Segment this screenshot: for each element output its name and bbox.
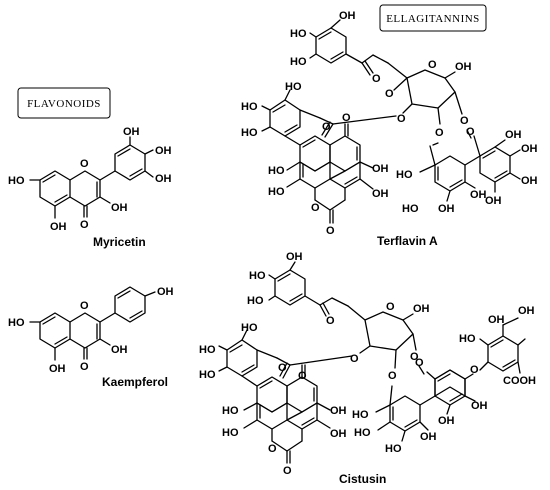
cistusin-ga-ho1: HO — [459, 333, 476, 345]
terflavin-core-ho2: HO — [268, 186, 285, 198]
cistusin-ho-1: HO — [241, 322, 258, 334]
terflavin-r-o: O — [466, 126, 475, 138]
myricetin-name: Myricetin — [93, 235, 146, 249]
cistusin-r-oh1: OH — [420, 431, 437, 443]
kaempferol-keto-o: O — [80, 361, 89, 373]
kaempferol-oh-4p: OH — [157, 286, 174, 298]
cistusin-name: Cistusin — [339, 472, 386, 486]
cistusin-structure: OH HO HO O O OH O O O O HO HO — [199, 251, 536, 486]
cistusin-o-6: O — [410, 351, 419, 363]
terflavin-r-oh2: OH — [470, 189, 487, 201]
myricetin-ho: HO — [8, 175, 25, 187]
cistusin-core-ho2: HO — [222, 427, 239, 439]
cistusin-ester-o1: O — [326, 315, 335, 327]
ellagitannins-title: ELLAGITANNINS — [386, 13, 480, 25]
myricetin-oh-5p: OH — [155, 173, 172, 185]
terflavin-core-oh1: OH — [372, 163, 389, 175]
cistusin-o-3: O — [350, 353, 359, 365]
cistusin-core-oh1: OH — [330, 405, 347, 417]
kaempferol-name: Kaempferol — [102, 375, 168, 389]
cistusin-ho-2: HO — [199, 344, 216, 356]
terflavin-core-oh2: OH — [372, 188, 389, 200]
terflavin-a-structure: OH HO HO O O O OH O O O O — [241, 10, 538, 248]
terflavin-o-4: O — [435, 127, 444, 139]
cistusin-keto-o: O — [278, 362, 287, 374]
cistusin-ga-oh1: OH — [488, 314, 505, 326]
ellagitannins-box: ELLAGITANNINS — [379, 4, 487, 32]
terflavin-o-6: O — [460, 115, 469, 127]
cistusin-core-ho1: HO — [222, 405, 239, 417]
cistusin-cooh: COOH — [503, 375, 536, 387]
cistusin-r-ho1: HO — [352, 409, 369, 421]
kaempferol-ring-o: O — [80, 300, 89, 312]
terflavin-r-oh1: OH — [438, 203, 455, 215]
terflavin-sugar-oh: OH — [455, 61, 472, 73]
cistusin-core-o2: O — [268, 443, 277, 455]
cistusin-r-oh3: OH — [471, 400, 488, 412]
cistusin-r-ho2: HO — [354, 427, 371, 439]
flavonoids-title: FLAVONOIDS — [27, 98, 101, 110]
terflavin-core-o3: O — [326, 225, 335, 237]
myricetin-ring-o: O — [80, 158, 89, 170]
terflavin-r-oh4: OH — [521, 143, 538, 155]
terflavin-ho-2: HO — [241, 101, 258, 113]
cistusin-sugar-oh: OH — [413, 303, 430, 315]
flavonoids-box: FLAVONOIDS — [17, 87, 111, 119]
myricetin-structure: HO O O OH OH OH OH OH Myricetin — [8, 126, 172, 249]
myricetin-oh-3: OH — [111, 202, 128, 214]
terflavin-a-name: Terflavin A — [377, 234, 438, 248]
myricetin-oh-5: OH — [50, 221, 67, 233]
cistusin-r-keto: O — [415, 357, 424, 369]
cistusin-ho-g3: HO — [247, 295, 264, 307]
terflavin-o-link: O — [385, 88, 394, 100]
cistusin-oh-g1: OH — [286, 251, 303, 263]
cistusin-o-4: O — [388, 370, 397, 382]
kaempferol-oh-5: OH — [49, 363, 66, 375]
cistusin-ether-o: O — [470, 364, 479, 376]
terflavin-keto-o: O — [322, 121, 331, 133]
terflavin-ho-g2: HO — [290, 28, 307, 40]
terflavin-core-ho1: HO — [268, 165, 285, 177]
terflavin-r-oh6: OH — [485, 195, 502, 207]
kaempferol-ho: HO — [8, 317, 25, 329]
cistusin-core-o3: O — [283, 465, 292, 477]
kaempferol-oh-3: OH — [111, 344, 128, 356]
terflavin-sugar-o: O — [428, 59, 437, 71]
cistusin-ho-3: HO — [199, 369, 216, 381]
kaempferol-structure: HO O O OH OH OH Kaempferol — [8, 286, 174, 389]
cistusin-r-ho3: HO — [385, 443, 402, 455]
terflavin-core-o1: O — [342, 112, 351, 124]
myricetin-oh-3p: OH — [123, 126, 140, 138]
terflavin-oh-g1: OH — [339, 10, 356, 22]
terflavin-core-o2: O — [311, 202, 320, 214]
cistusin-ho-g2: HO — [249, 270, 266, 282]
terflavin-r-oh3: OH — [505, 129, 522, 141]
myricetin-keto-o: O — [80, 219, 89, 231]
terflavin-r-ho1: HO — [396, 169, 413, 181]
terflavin-r-oh5: OH — [521, 175, 538, 187]
terflavin-o-3: O — [397, 113, 406, 125]
cistusin-r-oh2: OH — [438, 415, 455, 427]
terflavin-ester-o1: O — [372, 73, 381, 85]
cistusin-ga-oh2: OH — [518, 305, 535, 317]
terflavin-ho-1: HO — [285, 81, 302, 93]
cistusin-sugar-o: O — [386, 301, 395, 313]
terflavin-ho-g3: HO — [290, 56, 307, 68]
terflavin-r-ho2: HO — [402, 203, 419, 215]
cistusin-core-oh2: OH — [330, 428, 347, 440]
cistusin-core-o1: O — [298, 370, 307, 382]
myricetin-oh-4p: OH — [155, 145, 172, 157]
terflavin-ho-3: HO — [241, 127, 258, 139]
